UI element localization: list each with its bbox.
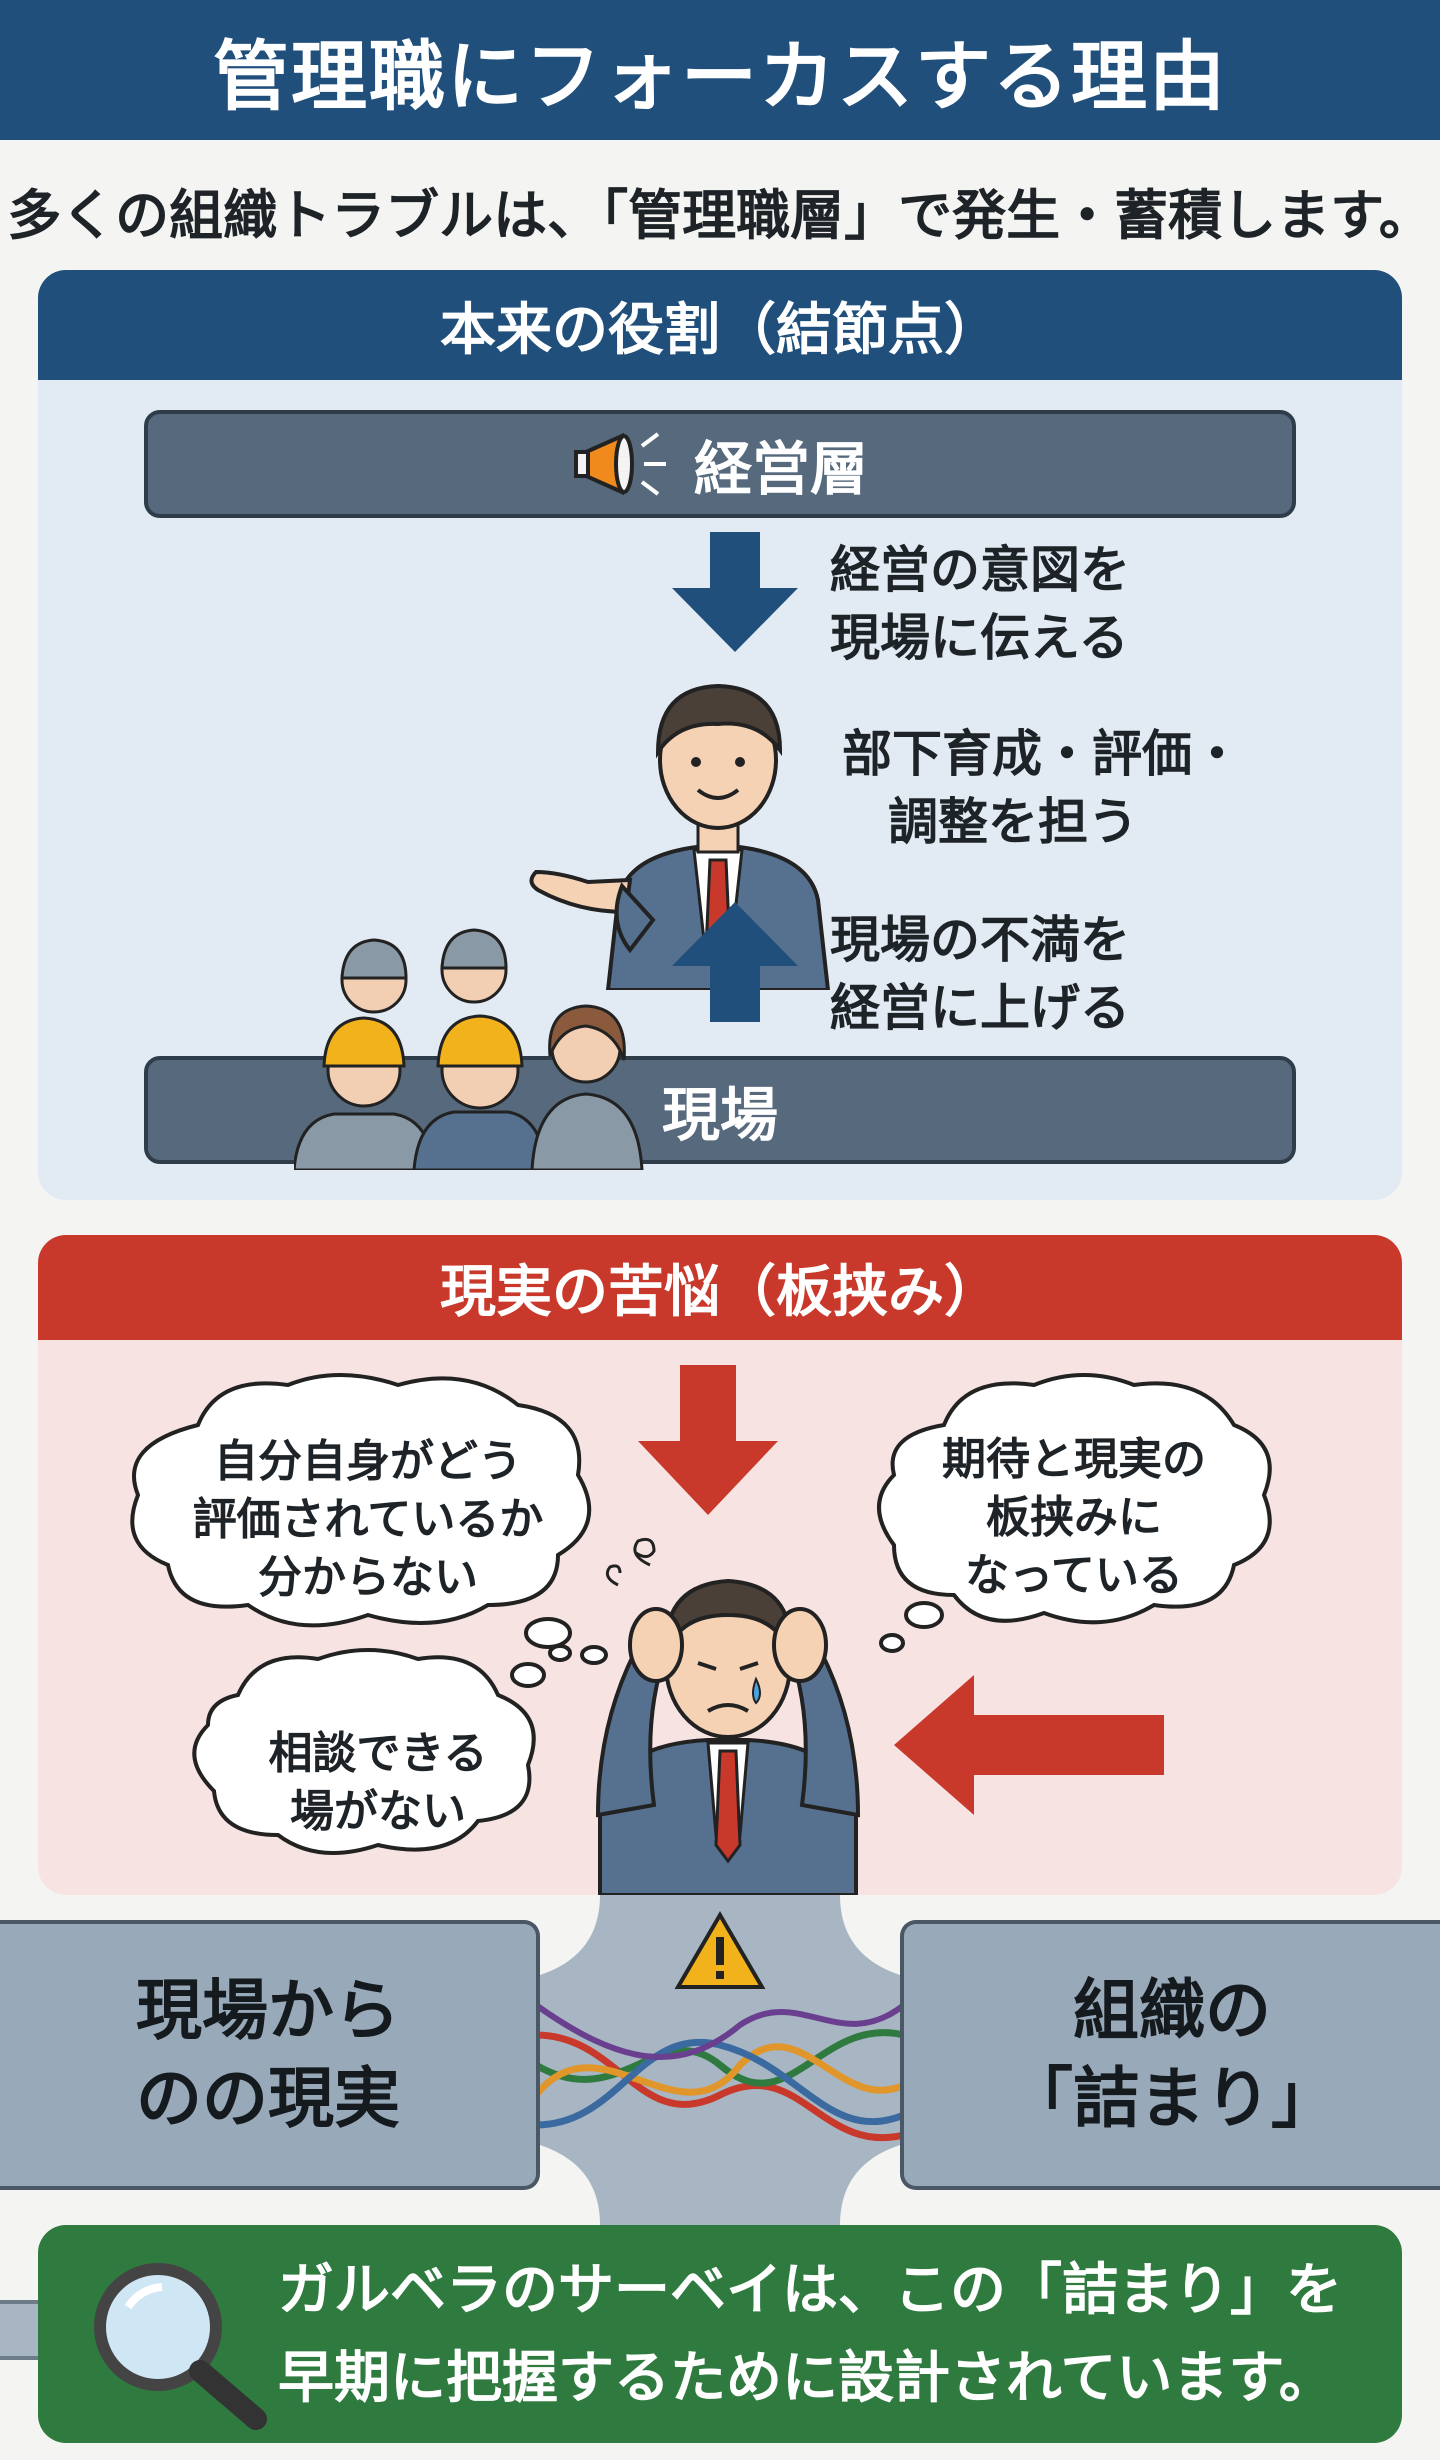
thought-text-2: 期待と現実の 板挟みに なっている	[942, 1434, 1206, 1601]
ideal-role-panel: 本来の役割（結節点） 経営層 経営の意図を 現場に伝える	[38, 270, 1402, 1200]
management-bar: 経営層	[144, 410, 1296, 518]
ideal-role-heading: 本来の役割（結節点）	[38, 270, 1402, 380]
thought-cloud-1	[130, 1373, 608, 1665]
down-arrow-icon	[672, 532, 798, 652]
magnifier-icon	[94, 2263, 267, 2430]
survey-message-panel: ガルベラのサーベイは、この「詰まり」を 早期に把握するために設計されています。	[38, 2225, 1402, 2443]
stressed-manager-figure	[595, 1537, 861, 1895]
field-label: 現場	[661, 1081, 778, 1149]
tangled-wires	[533, 2002, 906, 2141]
note-convey-intent: 経営の意図を 現場に伝える	[830, 541, 1130, 667]
management-label: 経営層	[693, 435, 868, 503]
organization-clog-box: 組織の 「詰まり」	[900, 1920, 1440, 2190]
note-raise-complaints: 現場の不満を 経営に上げる	[830, 911, 1130, 1037]
warning-icon	[674, 1911, 766, 1989]
pressure-down-arrow-icon	[638, 1365, 778, 1515]
up-arrow-icon	[672, 902, 798, 1022]
reality-heading: 現実の苦悩（板挟み）	[38, 1235, 1402, 1340]
megaphone-icon	[572, 424, 672, 504]
page-subtitle: 多くの組織トラブルは、「管理職層」で発生・蓄積します。	[7, 183, 1433, 247]
note-develop-evaluate: 部下育成・評価・ 調整を担う	[842, 725, 1242, 851]
page-title: 管理職にフォーカスする理由	[0, 0, 1440, 140]
thought-text-3: 相談できる 場がない	[268, 1728, 488, 1837]
thought-cloud-2	[877, 1373, 1272, 1653]
thought-text-1: 自分自身がどう 評価されているか 分からない	[192, 1436, 544, 1603]
survey-message-text: ガルベラのサーベイは、この「詰まり」を 早期に把握するために設計されています。	[278, 2258, 1342, 2411]
pressure-left-arrow-icon	[894, 1675, 1164, 1815]
workers-group	[294, 928, 644, 1170]
thought-cloud-3	[192, 1644, 572, 1855]
field-reality-box: 現場から のの現実	[0, 1920, 540, 2190]
reality-panel: 現実の苦悩（板挟み） 自分自身がどう 評価されているか 分からない 期待と現実の…	[38, 1235, 1402, 1895]
bottleneck-pipe	[533, 1895, 906, 2225]
